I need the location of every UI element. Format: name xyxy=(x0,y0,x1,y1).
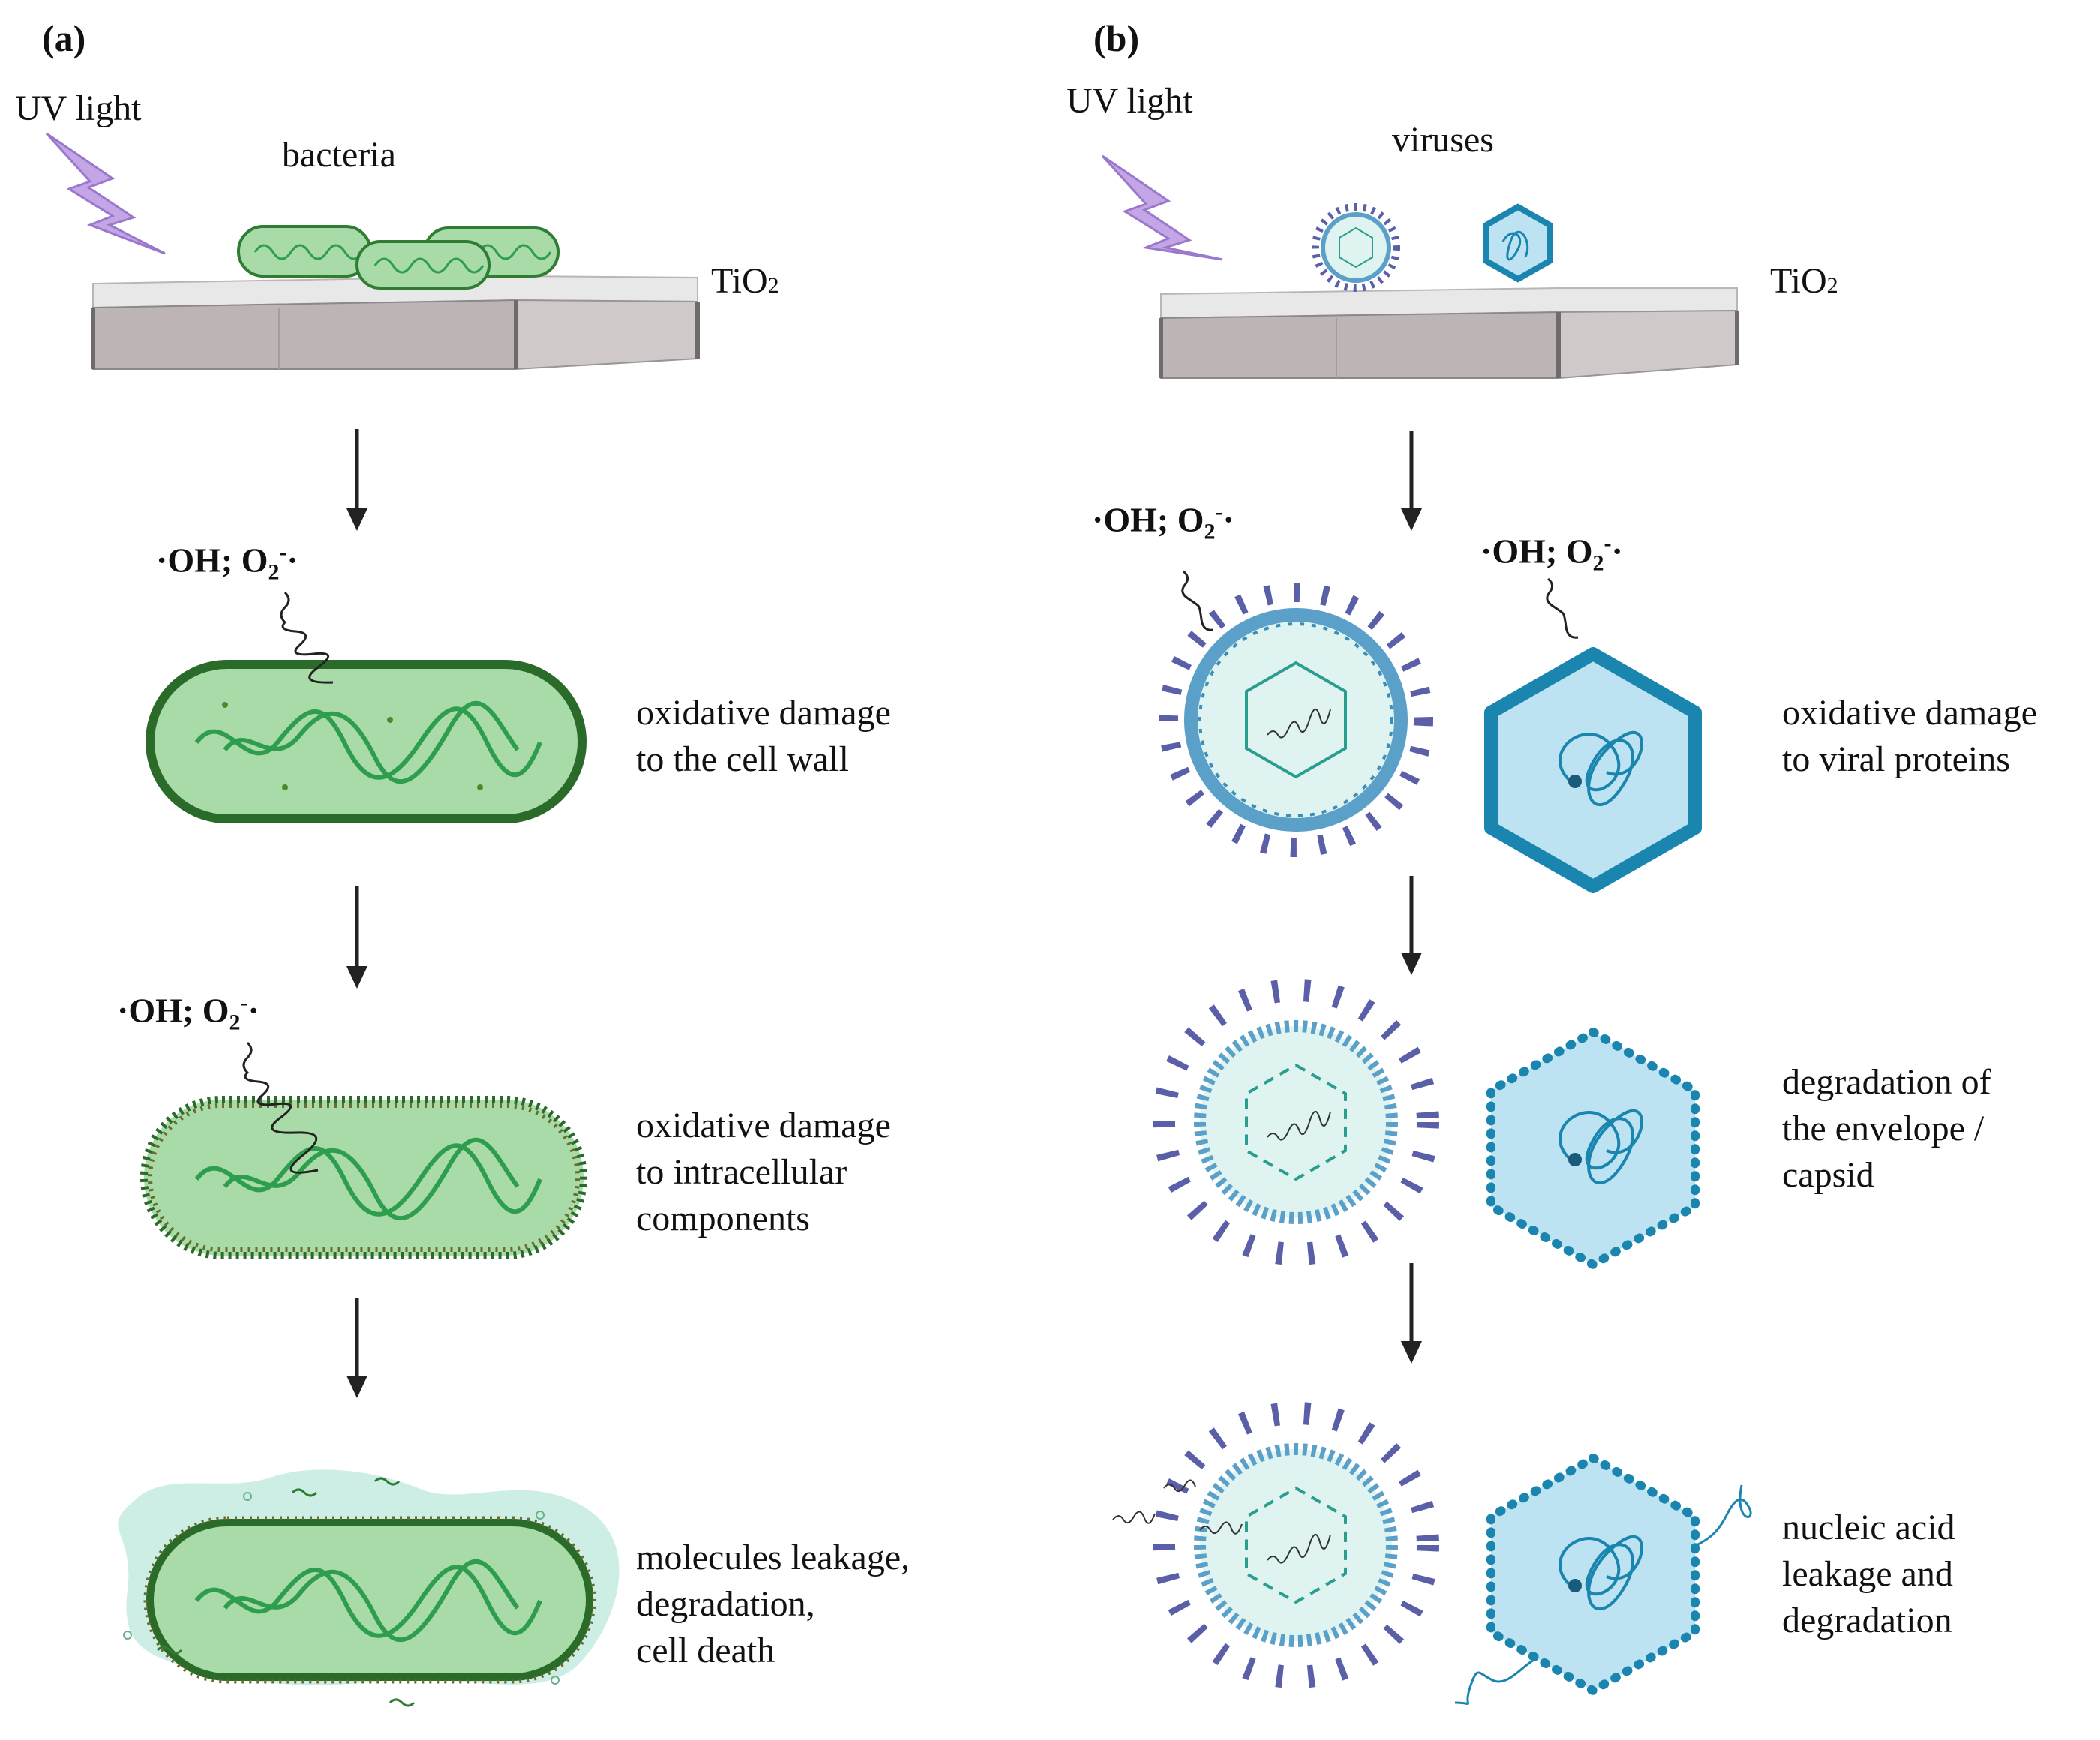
description-b2: degradation of the envelope / capsid xyxy=(1782,1062,1991,1195)
radical-label-b-right: ·OH; O2-· xyxy=(1480,531,1623,576)
rod-bacterium-icon xyxy=(237,225,560,290)
description-a1: oxidative damage to the cell wall xyxy=(636,693,891,779)
bacterium-step1 xyxy=(146,660,586,824)
bacteria-label: bacteria xyxy=(282,135,396,175)
enveloped-virus-step3 xyxy=(1112,1402,1439,1688)
bacterium-step2 xyxy=(140,1096,587,1259)
capsid-step3 xyxy=(1454,1453,1752,1706)
tio2-label-a: TiO2 xyxy=(711,261,779,301)
enveloped-virus-step1 xyxy=(1159,583,1433,857)
uv-light-label-b: UV light xyxy=(1066,81,1193,121)
uv-light-label-a: UV light xyxy=(15,88,142,128)
enveloped-virus-icon xyxy=(1312,203,1400,292)
wavy-radical-arrow-icon xyxy=(242,1041,319,1174)
capsid-step1 xyxy=(1484,647,1702,893)
tio2-surface-b xyxy=(1159,287,1739,380)
down-arrow-icon xyxy=(1401,430,1422,1364)
description-b3: nucleic acid leakage and degradation xyxy=(1782,1508,1955,1640)
description-a2: oxidative damage to intracellular compon… xyxy=(636,1106,891,1238)
panel-a-label: (a) xyxy=(42,17,86,59)
panel-b-label: (b) xyxy=(1094,17,1140,59)
lightning-bolt-icon xyxy=(45,132,166,255)
capsid-step2 xyxy=(1486,1027,1700,1270)
lightning-bolt-icon xyxy=(1101,154,1223,261)
radical-label-a1: ·OH; O2-· xyxy=(156,540,298,585)
wavy-radical-arrow-icon xyxy=(280,591,334,684)
tio2-label-b: TiO2 xyxy=(1770,261,1838,301)
wavy-radical-arrow-icon xyxy=(1546,578,1579,639)
tio2-surface-a xyxy=(91,274,700,370)
wavy-radical-arrow-icon xyxy=(1181,570,1214,632)
description-b1: oxidative damage to viral proteins xyxy=(1782,693,2037,779)
down-arrow-icon xyxy=(346,429,368,1398)
radical-label-a2: ·OH; O2-· xyxy=(117,990,260,1035)
description-a3: molecules leakage, degradation, cell dea… xyxy=(636,1538,910,1670)
viruses-label: viruses xyxy=(1392,120,1494,160)
hexagonal-capsid-virus-icon xyxy=(1484,203,1552,283)
bacterium-step3 xyxy=(118,1469,620,1707)
enveloped-virus-step2 xyxy=(1153,979,1439,1265)
radical-label-b-left: ·OH; O2-· xyxy=(1092,500,1234,544)
